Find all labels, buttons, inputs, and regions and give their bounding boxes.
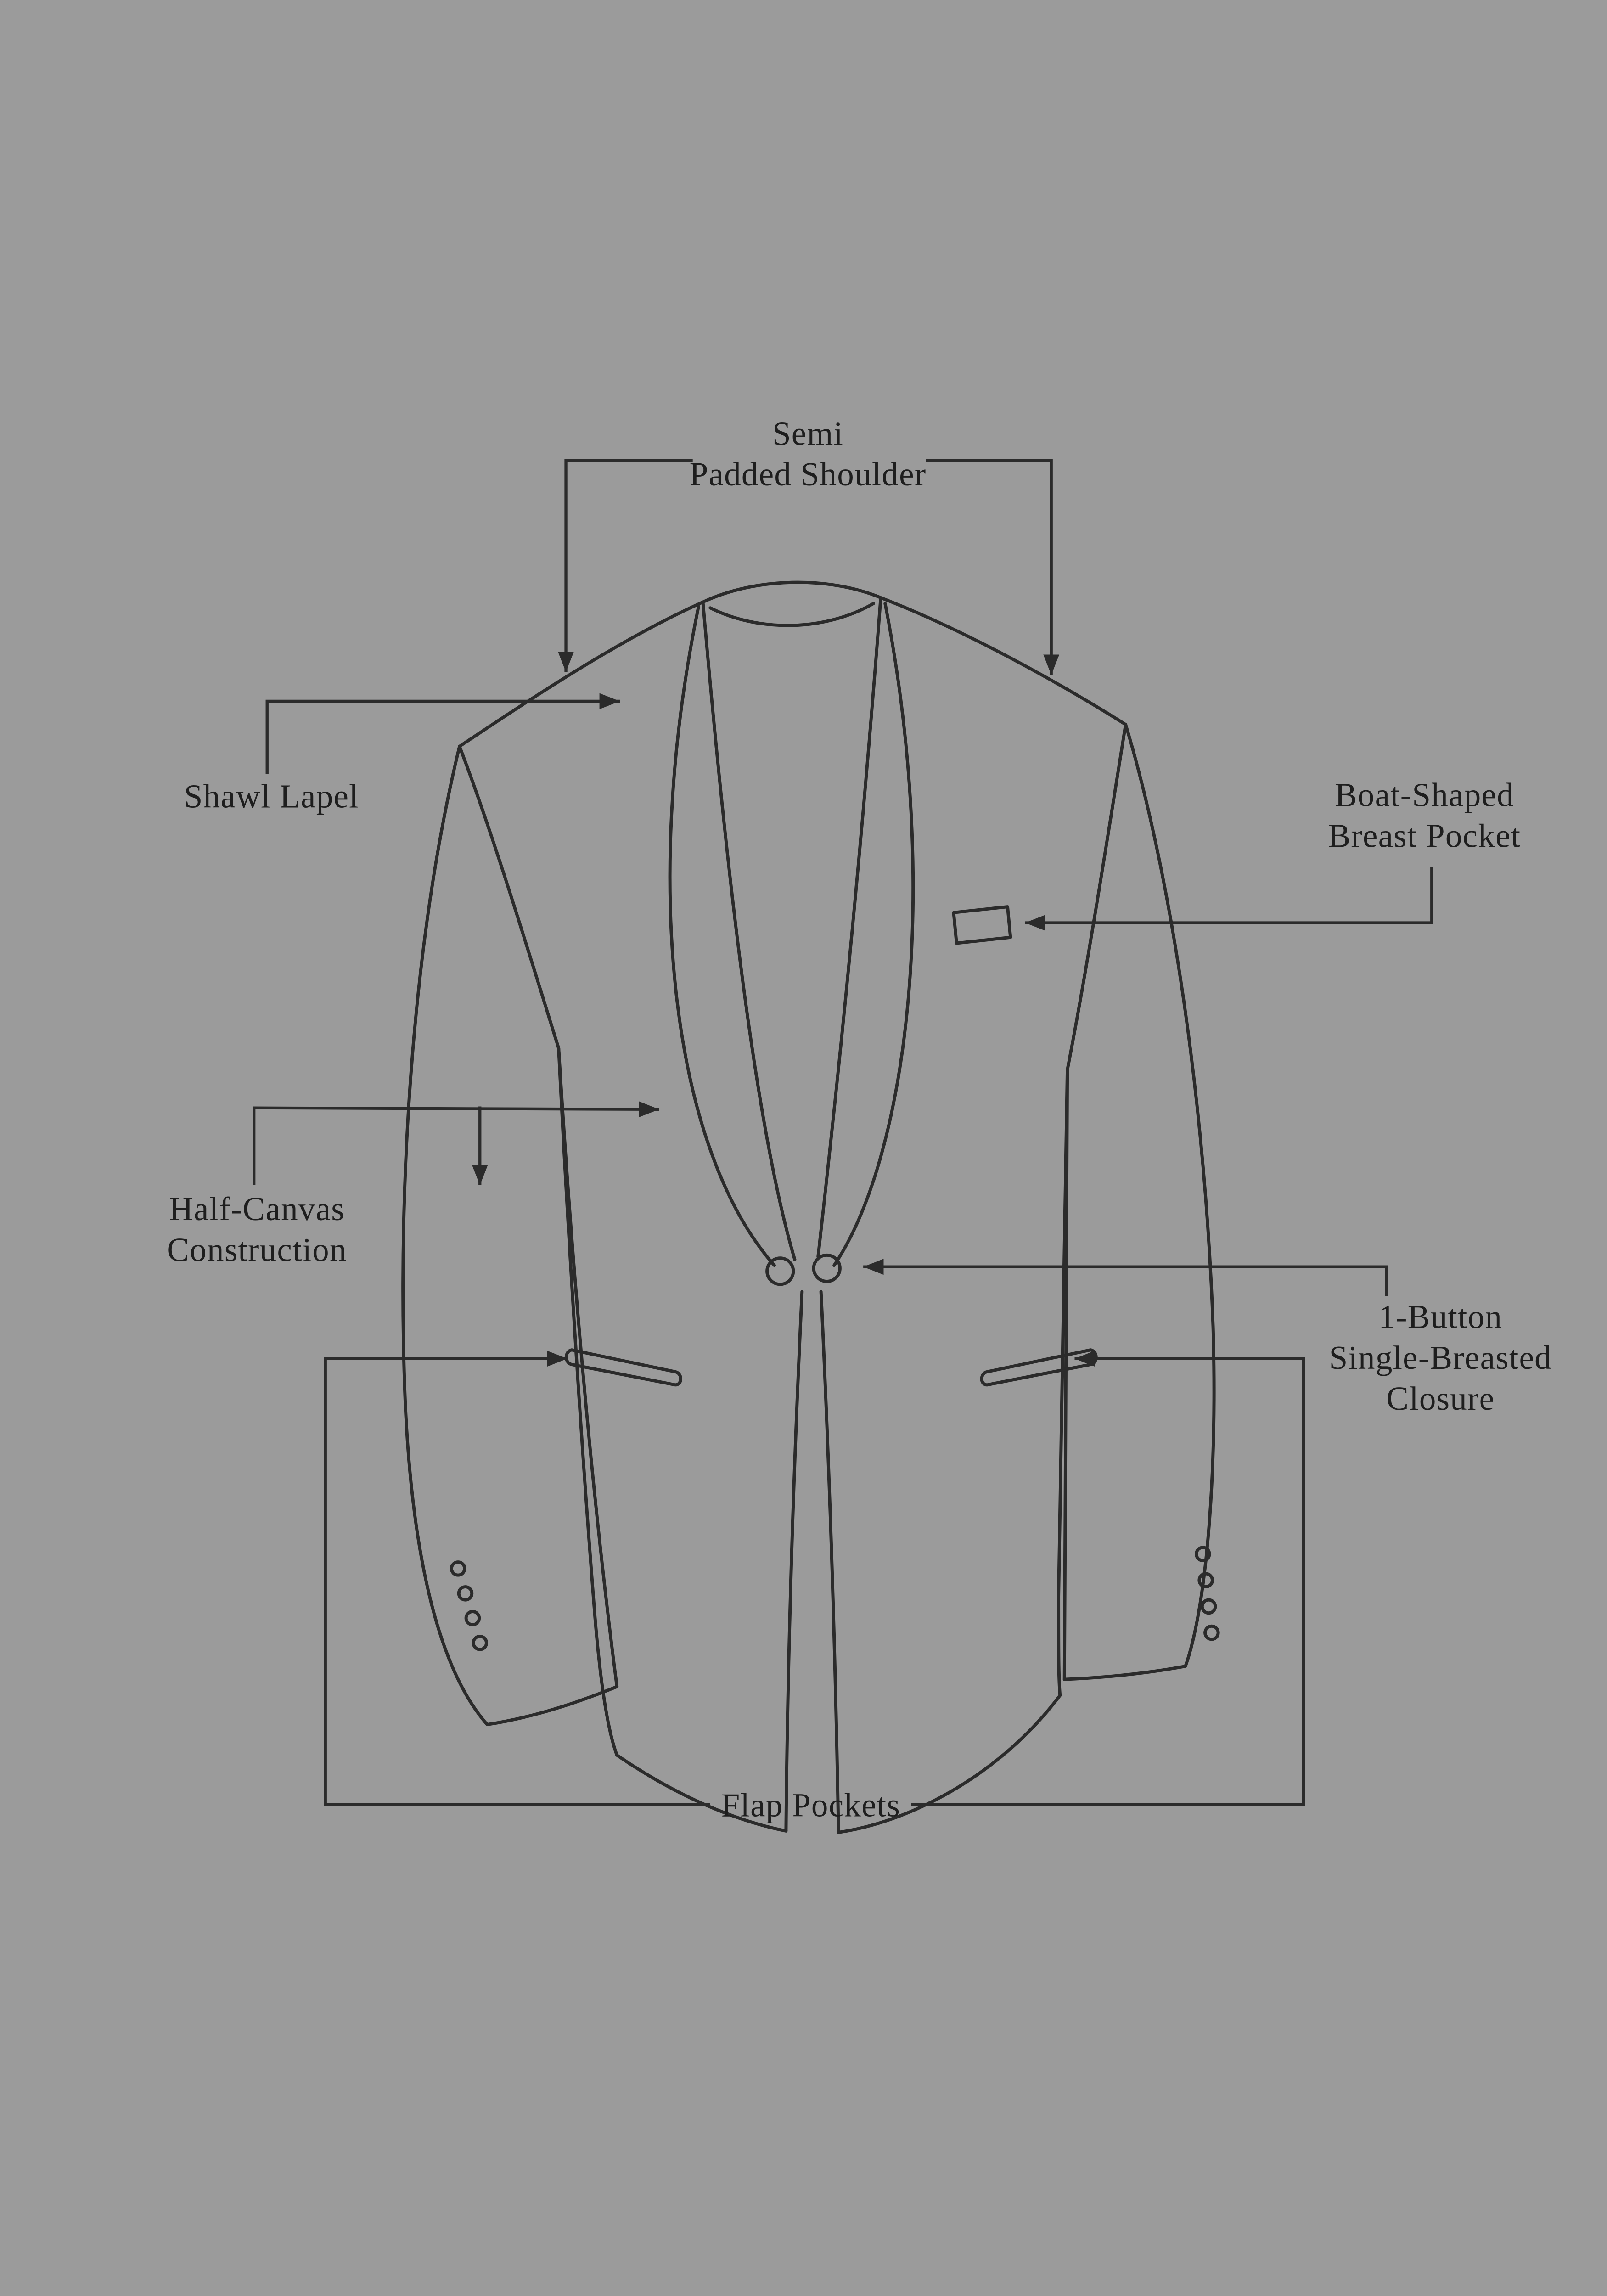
label-one-button-closure: Single-Breasted — [1329, 1339, 1552, 1376]
left-sleeve-outer-line — [401, 744, 489, 1727]
label-one-button-closure: 1-Button — [1378, 1298, 1502, 1335]
left-sleeve-button — [457, 1585, 474, 1602]
left-sleeve-button — [450, 1560, 466, 1577]
label-half-canvas-construction: Half-Canvas — [169, 1190, 345, 1227]
back-collar-outer-line — [701, 580, 882, 604]
label-shawl-lapel: Shawl Lapel — [184, 778, 359, 815]
right-hem-line — [837, 1694, 1062, 1834]
left-armhole-line — [458, 744, 561, 1050]
label-flap-pockets: Flap Pockets — [721, 1787, 900, 1824]
right-front-edge — [819, 1290, 840, 1834]
left-shawl-lapel-outer-edge — [668, 605, 776, 1267]
front-button-right — [812, 1253, 842, 1283]
background — [38, 0, 1569, 2296]
callout-half-canvas-main — [253, 1101, 659, 1185]
callout-shoulder-left — [558, 459, 693, 672]
callout-lines — [253, 459, 1433, 1806]
callout-shawl-lapel — [265, 693, 620, 774]
left-shoulder-seam — [458, 600, 705, 748]
right-sleeve-button — [1197, 1572, 1214, 1589]
label-semi-padded-shoulder: Padded Shoulder — [690, 456, 927, 493]
label-semi-padded-shoulder: Semi — [772, 415, 843, 452]
breast-pocket-welt — [952, 905, 1012, 945]
right-cuff-line — [1062, 1665, 1187, 1681]
callout-flap-pocket-right — [911, 1351, 1305, 1806]
front-button-left — [765, 1256, 795, 1286]
back-collar-inner-line — [708, 602, 875, 627]
right-sleeve-button — [1200, 1598, 1217, 1615]
left-sleeve-button — [464, 1610, 481, 1626]
right-flap-pocket — [980, 1348, 1098, 1387]
left-cuff-line — [485, 1685, 619, 1727]
right-sleeve-button — [1195, 1546, 1211, 1562]
right-sleeve-button — [1203, 1624, 1220, 1641]
jacket-illustration — [401, 580, 1220, 1834]
label-boat-shaped-breast-pocket: Boat-Shaped — [1335, 777, 1514, 814]
right-shoulder-seam — [879, 596, 1128, 726]
callout-breast-pocket — [1025, 867, 1433, 931]
right-shawl-lapel-outer-edge — [832, 602, 915, 1267]
callout-shoulder-right — [926, 459, 1060, 675]
label-one-button-closure: Closure — [1386, 1380, 1495, 1417]
left-side-seam — [557, 1047, 619, 1757]
label-boat-shaped-breast-pocket: Breast Pocket — [1328, 817, 1521, 854]
right-side-seam — [1057, 1068, 1069, 1697]
left-sleeve-button — [472, 1634, 489, 1651]
right-shawl-lapel-opening-edge — [816, 596, 882, 1258]
left-shawl-lapel-opening-edge — [701, 600, 797, 1261]
callout-one-button — [863, 1259, 1388, 1296]
right-armhole-line — [1066, 723, 1128, 1072]
labels-group: Semi Padded Shoulder Shawl Lapel Boat-Sh… — [167, 415, 1552, 1824]
callout-flap-pocket-left — [324, 1351, 710, 1806]
left-front-edge — [784, 1290, 804, 1833]
label-half-canvas-construction: Construction — [167, 1231, 347, 1268]
